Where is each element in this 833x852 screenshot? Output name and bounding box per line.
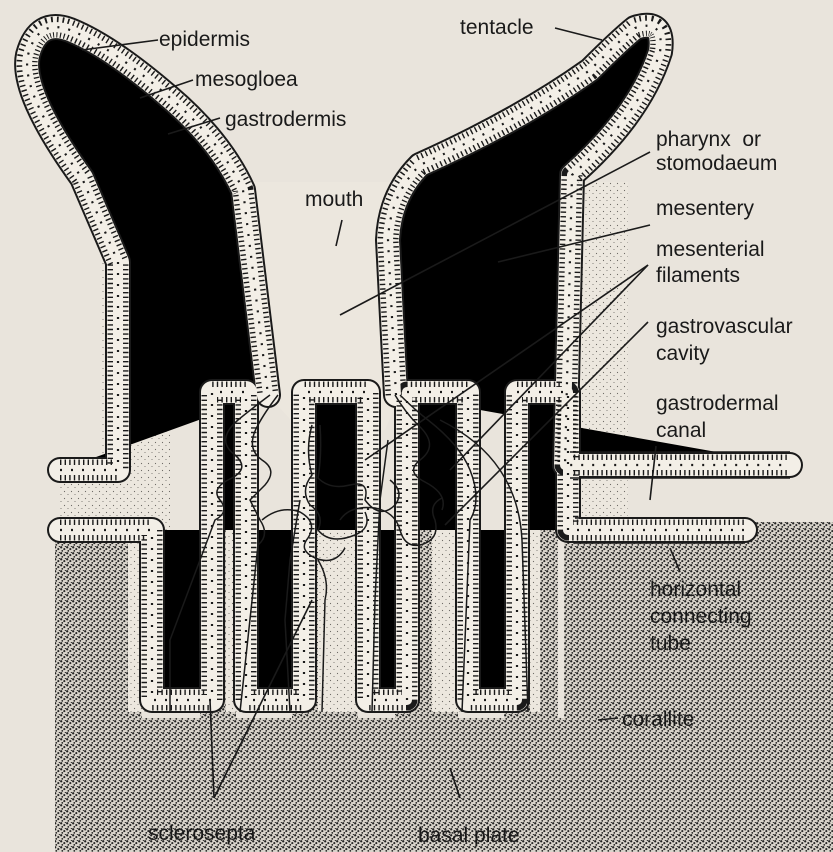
label-mouth: mouth	[305, 188, 363, 211]
label-horizontal-line2: connecting	[650, 605, 752, 628]
label-sclerosepta: sclerosepta	[148, 822, 256, 845]
label-horizontal-line3: tube	[650, 632, 691, 655]
label-mesentery: mesentery	[656, 197, 755, 220]
label-corallite: corallite	[622, 708, 694, 731]
label-horizontal-line1: horizontal	[650, 578, 741, 601]
label-pharynx-line2: stomodaeum	[656, 152, 777, 175]
label-gastrovascular-line2: cavity	[656, 342, 710, 365]
label-gastrodermal-line2: canal	[656, 419, 706, 442]
label-mesenterial-line2: filaments	[656, 264, 740, 287]
label-pharynx-line1: pharynx or	[656, 128, 761, 151]
label-gastrodermis: gastrodermis	[225, 108, 346, 131]
label-epidermis: epidermis	[159, 28, 250, 51]
label-mesenterial-line1: mesenterial	[656, 238, 765, 261]
label-gastrovascular-line1: gastrovascular	[656, 315, 793, 338]
label-gastrodermal-line1: gastrodermal	[656, 392, 779, 415]
label-mesogloea: mesogloea	[195, 68, 298, 91]
label-tentacle: tentacle	[460, 16, 534, 39]
label-basal-plate: basal plate	[418, 824, 520, 847]
